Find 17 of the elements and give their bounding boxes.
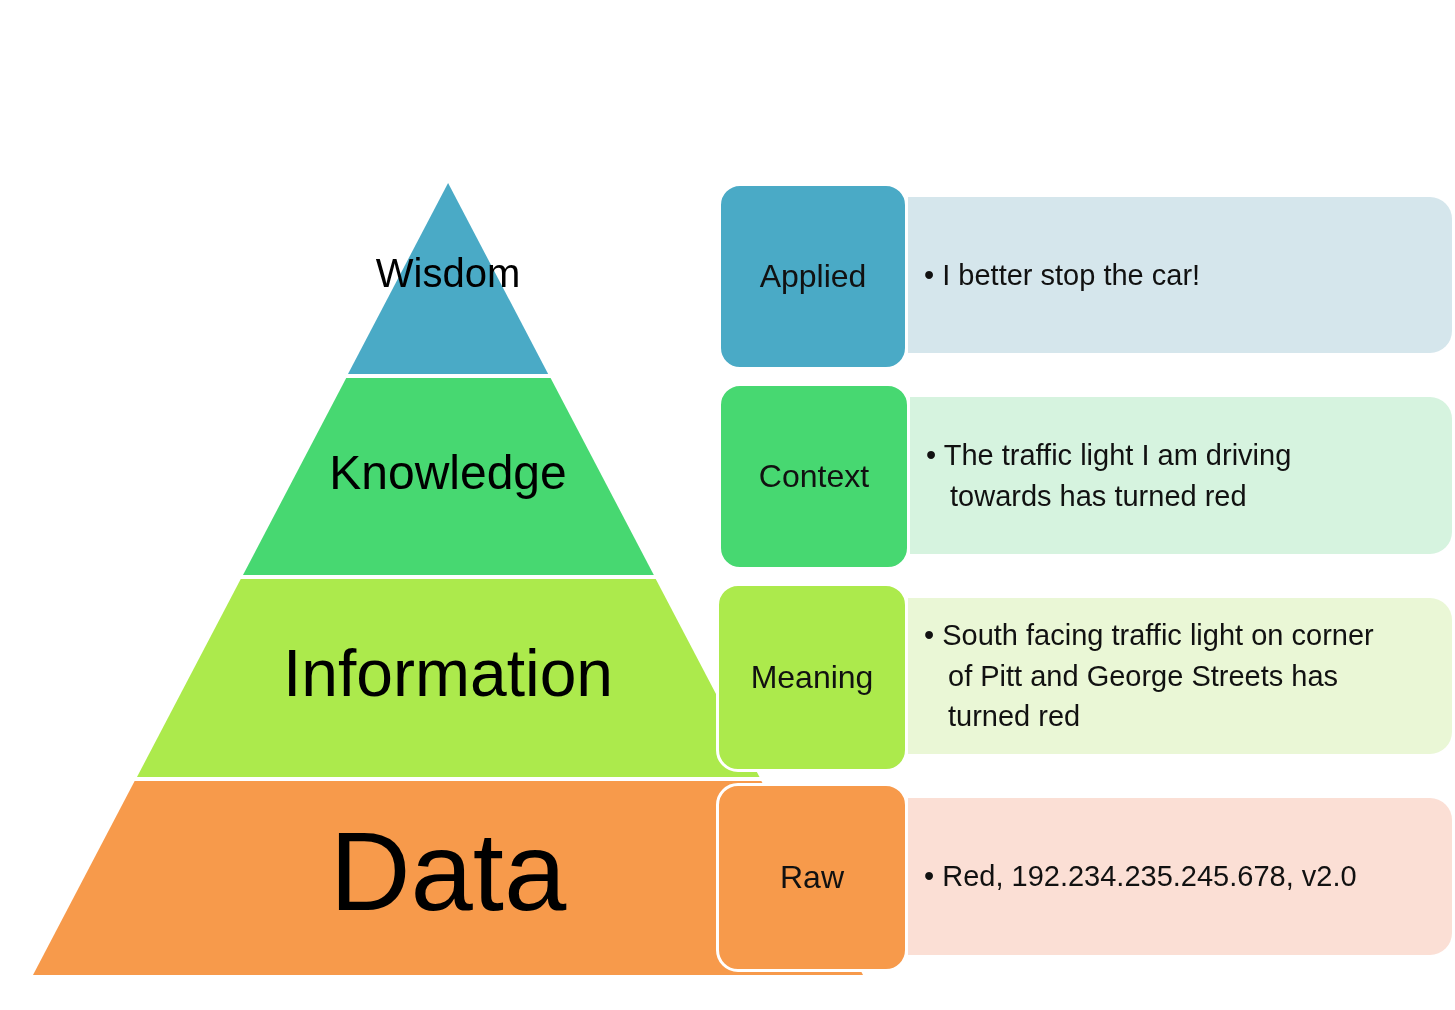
bullet-text: • I better stop the car! xyxy=(924,257,1202,293)
category-tag: Raw xyxy=(716,783,908,972)
category-tag: Context xyxy=(718,383,910,570)
pyramid-level xyxy=(347,183,549,374)
bullet-text: • South facing traffic light on corner of Pitt and George Streets has turned red xyxy=(924,618,1375,735)
description-panel xyxy=(910,397,1452,554)
category-tag: Applied xyxy=(718,183,908,370)
bullet-text: • The traffic light I am driving towards has turned red xyxy=(926,437,1293,514)
level-label: Knowledge xyxy=(329,449,567,497)
pyramid-level xyxy=(242,378,654,575)
level-label: Data xyxy=(329,816,567,928)
description-panel xyxy=(908,197,1452,353)
description-panel xyxy=(908,798,1452,955)
bullet-text: • Red, 192.234.235.245.678, v2.0 xyxy=(924,859,1358,895)
description-panel xyxy=(908,598,1452,754)
category-tag: Meaning xyxy=(716,583,908,772)
level-label: Information xyxy=(282,640,614,706)
